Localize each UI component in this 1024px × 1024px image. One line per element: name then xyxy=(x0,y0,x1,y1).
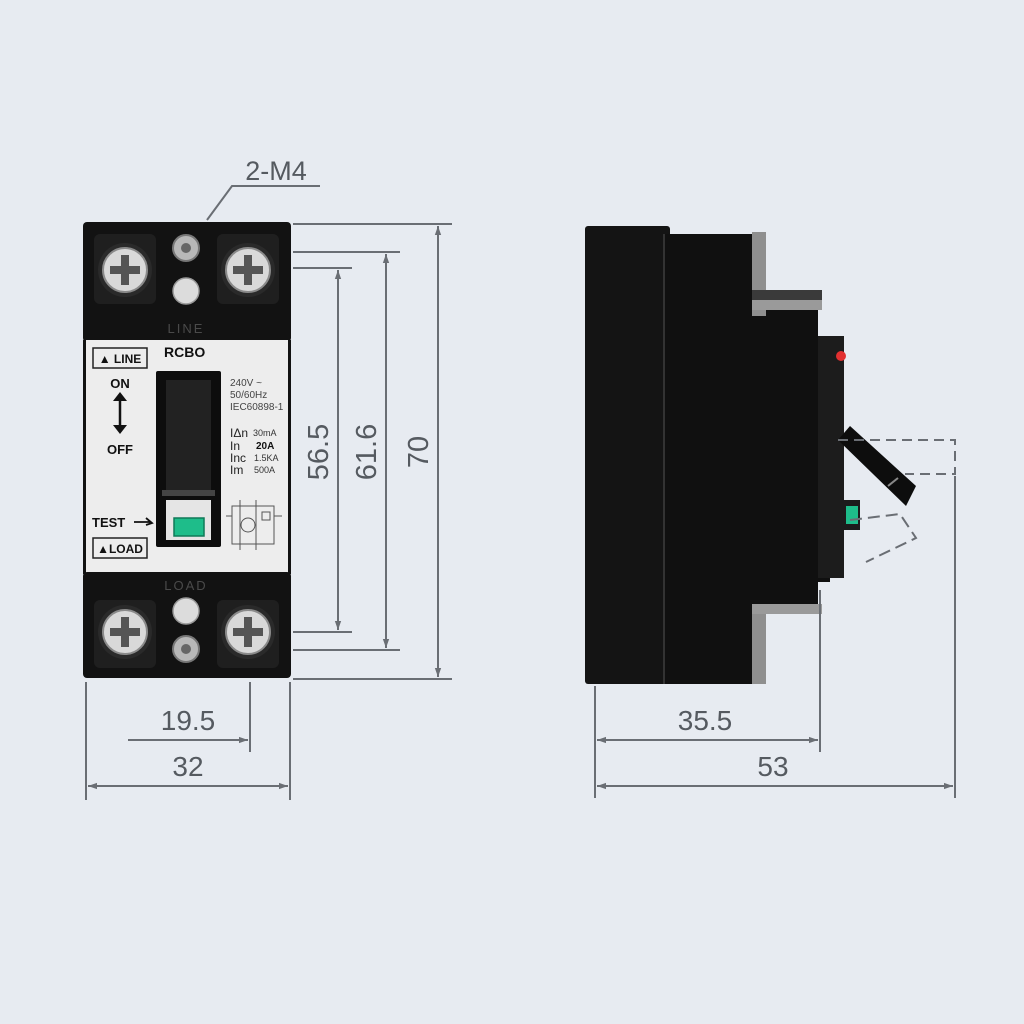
rating-name: IΔn xyxy=(230,426,248,440)
brand-label: RCBO xyxy=(164,344,205,360)
dimension-label-height-2: 61.6 xyxy=(351,424,383,480)
rating-name: Im xyxy=(230,463,243,477)
side-view xyxy=(585,226,956,684)
terminal-screw-icon[interactable] xyxy=(220,604,276,660)
front-view: LINE ▲ LINE RCBO ON OFF 240V ~ 50/60Hz I… xyxy=(83,222,291,678)
test-label: TEST xyxy=(92,515,125,530)
spec-standard: IEC60898-1 xyxy=(230,402,284,413)
rating-value: 30mA xyxy=(253,428,277,438)
dimension-label-height-3: 70 xyxy=(403,436,435,468)
dimension-label-height-1: 56.5 xyxy=(303,424,335,480)
rating-name: Inc xyxy=(230,451,246,465)
dimension-label-width-2: 32 xyxy=(172,751,203,782)
test-button[interactable] xyxy=(173,517,205,537)
load-tag: ▲LOAD xyxy=(97,542,143,556)
rating-value: 1.5KA xyxy=(254,453,279,463)
load-embossed-label: LOAD xyxy=(164,578,207,593)
spec-frequency: 50/60Hz xyxy=(230,390,267,401)
indicator-light xyxy=(836,351,846,361)
dimension-label-depth-1: 35.5 xyxy=(678,705,733,736)
dimension-label-depth-2: 53 xyxy=(757,751,788,782)
terminal-screw-icon[interactable] xyxy=(220,242,276,298)
terminal-screw-icon[interactable] xyxy=(97,604,153,660)
on-label: ON xyxy=(110,376,130,391)
off-label: OFF xyxy=(107,442,133,457)
dimension-label-width-1: 19.5 xyxy=(161,705,216,736)
circuit-diagram-icon xyxy=(226,500,282,550)
rating-value: 20A xyxy=(256,441,274,452)
line-tag: ▲ LINE xyxy=(99,352,142,366)
dimension-lines xyxy=(85,185,956,800)
mounting-screw-icon xyxy=(172,597,200,663)
mounting-screw-icon xyxy=(172,234,200,305)
rating-value: 500A xyxy=(254,465,275,475)
line-embossed-label: LINE xyxy=(168,321,205,336)
rating-name: In xyxy=(230,439,240,453)
callout-label: 2-M4 xyxy=(245,156,307,186)
updown-arrow-icon xyxy=(113,392,127,434)
terminal-screw-icon[interactable] xyxy=(97,242,153,298)
spec-voltage: 240V ~ xyxy=(230,378,262,389)
switch-lever[interactable] xyxy=(838,426,916,506)
